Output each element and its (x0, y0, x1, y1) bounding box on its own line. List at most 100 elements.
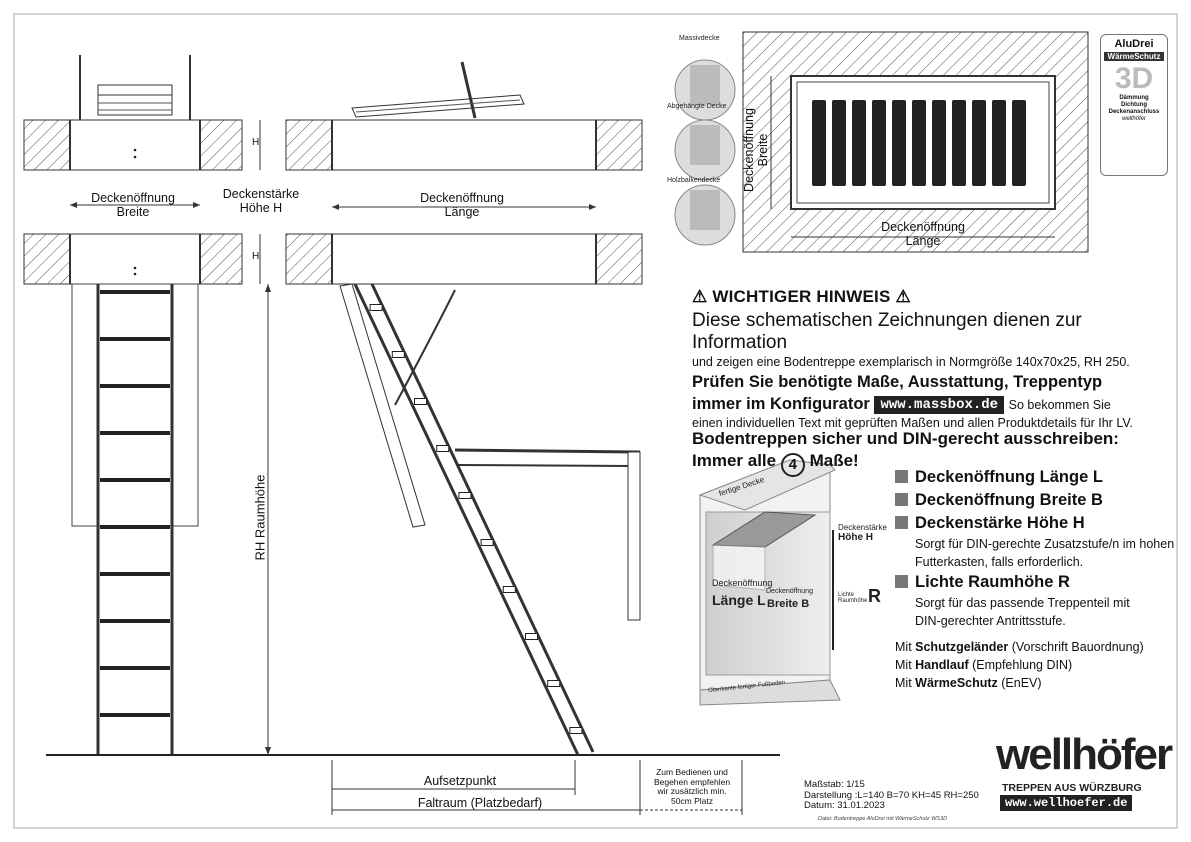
ceiling-type-timber: Holzbalkendecke (667, 177, 721, 184)
badge-3d: 3D (1114, 62, 1154, 95)
space-note-line: 50cm Platz (670, 795, 714, 806)
notice-title: ⚠ WICHTIGER HINWEIS ⚠ (692, 288, 1172, 306)
square-bullet-icon (895, 516, 908, 529)
opening-length-label: Deckenöffnung Länge (402, 191, 522, 219)
ladder-rung (100, 290, 170, 294)
representation-text: Darstellung :L=140 B=70 KH=45 RH=250 (804, 789, 979, 801)
din-subtitle-suffix: Maße! (809, 451, 859, 470)
room-height-label: RH Raumhöhe (252, 474, 268, 561)
space-note-line: Begehen empfehlen (653, 776, 731, 787)
opening-width-text: Deckenöffnung (91, 191, 175, 205)
plan-slat (972, 100, 986, 186)
company-tagline: TREPPEN AUS WÜRZBURG (1002, 782, 1142, 794)
plan-length-text: Deckenöffnung (881, 220, 965, 234)
badge-maker: wellhöfer (1121, 116, 1146, 122)
badge-brand: AluDrei (1114, 38, 1154, 50)
front-view (23, 55, 780, 756)
plan-width-text: Deckenöffnung (742, 108, 756, 192)
landing-point-label: Aufsetzpunkt (423, 774, 497, 788)
plan-slat (892, 100, 906, 186)
side-step (458, 492, 472, 499)
ladder-rung (100, 666, 170, 670)
ceiling-thickness-label: Deckenstärke Höhe H (206, 187, 316, 215)
dim-width: Deckenöffnung Breite B (895, 489, 1175, 512)
warning-icon: ⚠ (692, 287, 708, 306)
important-notice: ⚠ WICHTIGER HINWEIS ⚠ Diese schematische… (692, 288, 1172, 432)
dim-length: Deckenöffnung Länge L (895, 466, 1175, 489)
ceiling-type-insets (674, 59, 736, 246)
plan-length-text-2: Länge (905, 234, 941, 248)
h-mark-lower: H (252, 251, 260, 262)
space-note: Zum Bedienen und Begehen empfehlen wir z… (643, 767, 741, 806)
opening-width-label: Deckenöffnung Breite (78, 191, 188, 219)
plan-slat (992, 100, 1006, 186)
illus-thickness: Deckenstärke Höhe H (838, 523, 887, 543)
extra-suffix: (EnEV) (997, 676, 1042, 690)
dim-room-height: Lichte Raumhöhe R (895, 571, 1175, 594)
illus-opening: Deckenöffnung (712, 578, 773, 588)
plan-slat (952, 100, 966, 186)
ladder-rung (100, 713, 170, 717)
configurator-link[interactable]: www.massbox.de (874, 396, 1005, 414)
notice-title-text: WICHTIGER HINWEIS (712, 287, 891, 306)
ceiling-thickness-text: Deckenstärke (222, 187, 300, 201)
notice-line-4-suffix: So bekommen Sie (1008, 398, 1111, 412)
side-step (480, 539, 494, 546)
plan-slat (932, 100, 946, 186)
extra-prefix: Mit (895, 676, 916, 690)
side-step (369, 304, 383, 311)
product-badge: AluDrei WärmeSchutz 3D Dämmung Dichtung … (1100, 34, 1168, 176)
dim-room-height-text: Lichte Raumhöhe R (915, 573, 1070, 591)
badge-feature: Deckenanschluss (1108, 109, 1160, 115)
illus-room: Lichte Raumhöhe (838, 592, 867, 604)
side-view (285, 61, 743, 815)
opening-length-text-2: Länge (444, 205, 480, 219)
plan-slat (872, 100, 886, 186)
ceiling-thickness-text-2: Höhe H (239, 201, 283, 215)
extra-suffix: (Vorschrift Bauordnung) (1008, 640, 1144, 654)
badge-line: WärmeSchutz (1104, 52, 1164, 61)
side-step (502, 586, 516, 593)
notice-line-2: und zeigen eine Bodentreppe exemplarisch… (692, 355, 1130, 369)
illus-length: Länge L (712, 592, 766, 608)
badge-feature: Dichtung (1121, 102, 1147, 108)
notice-line-4-prefix: immer im Konfigurator (692, 395, 870, 413)
dim-thickness: Deckenstärke Höhe H (895, 512, 1175, 535)
notice-line-1: Diese schematischen Zeichnungen dienen z… (692, 310, 1082, 353)
illus-thickness-1: Deckenstärke (838, 523, 887, 532)
extras-list: Mit Schutzgeländer (Vorschrift Bauordnun… (895, 638, 1144, 692)
extra-suffix: (Empfehlung DIN) (968, 658, 1073, 672)
plan-width-label: Deckenöffnung Breite (742, 90, 770, 210)
company-url[interactable]: www.wellhoefer.de (1000, 795, 1133, 811)
side-step (436, 445, 450, 452)
file-name: Datei: Bodentreppe AluDrei mit WärmeSchu… (818, 816, 948, 822)
din-subtitle-prefix: Immer alle (692, 451, 777, 470)
plan-view (742, 31, 1089, 253)
dim-room-height-note: Sorgt für das passende Treppenteil mit D… (915, 596, 1130, 628)
scale-text: Maßstab: 1/15 (804, 779, 865, 790)
ladder-rung (100, 478, 170, 482)
square-bullet-icon (895, 493, 908, 506)
opening-length-text: Deckenöffnung (420, 191, 504, 205)
plan-length-label: Deckenöffnung Länge (863, 220, 983, 248)
ladder-rung (100, 572, 170, 576)
title-block: Maßstab: 1/15 Darstellung :L=140 B=70 KH… (804, 779, 979, 812)
extra-bold: Handlauf (915, 658, 969, 672)
notice-line-5: einen individuellen Text mit geprüften M… (692, 416, 1134, 430)
plan-slat (1012, 100, 1026, 186)
plan-slat (912, 100, 926, 186)
illus-thickness-2: Höhe H (838, 532, 873, 543)
ladder-rung (100, 384, 170, 388)
notice-line-3: Prüfen Sie benötigte Maße, Ausstattung, … (692, 373, 1103, 391)
folding-space-label: Faltraum (Platzbedarf) (417, 796, 543, 810)
din-title: Bodentreppen sicher und DIN-gerecht auss… (692, 429, 1119, 448)
din-heading: Bodentreppen sicher und DIN-gerecht auss… (692, 428, 1162, 477)
warning-icon: ⚠ (895, 287, 911, 306)
side-step (547, 680, 561, 687)
side-ladder-steps (369, 304, 583, 734)
ladder-rung (100, 337, 170, 341)
illus-room-2: Raumhöhe (838, 598, 868, 604)
plan-ladder-slats (812, 100, 1026, 186)
square-bullet-icon (895, 470, 908, 483)
